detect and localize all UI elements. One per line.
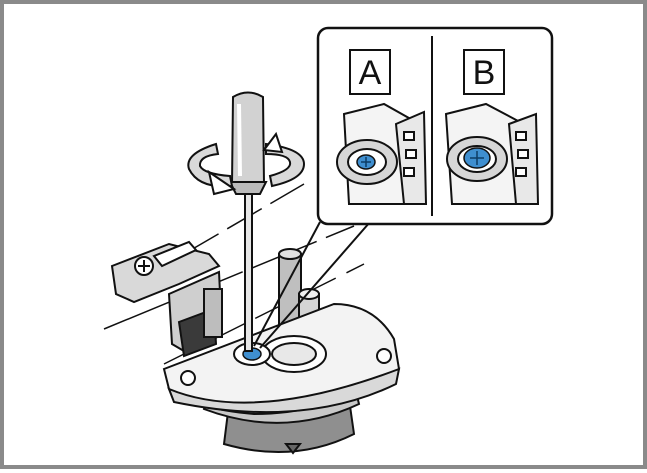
- panel-a-screw-icon: [356, 154, 376, 170]
- gear-ring: [261, 335, 327, 373]
- panel-b-label-box: [463, 49, 505, 95]
- panel-b: B: [444, 49, 540, 205]
- assembly-illustration: A B: [103, 26, 554, 455]
- panel-a-gear: [336, 102, 428, 205]
- callout-leader: [253, 221, 371, 349]
- panel-a: A: [336, 49, 428, 205]
- bracket-screw-icon: [134, 256, 154, 276]
- panel-b-label: B: [473, 54, 496, 92]
- panel-a-label: A: [359, 54, 382, 92]
- panel-a-label-box: [349, 49, 391, 95]
- housing-screw-icon: [180, 348, 392, 386]
- rotate-arrows-icon: [187, 131, 306, 196]
- screw-head-icon: [233, 342, 271, 366]
- panel-b-gear: [444, 102, 540, 205]
- mounting-bracket: [110, 240, 224, 358]
- screwdriver-icon: [228, 91, 268, 352]
- panel-b-screw-icon: [463, 147, 491, 169]
